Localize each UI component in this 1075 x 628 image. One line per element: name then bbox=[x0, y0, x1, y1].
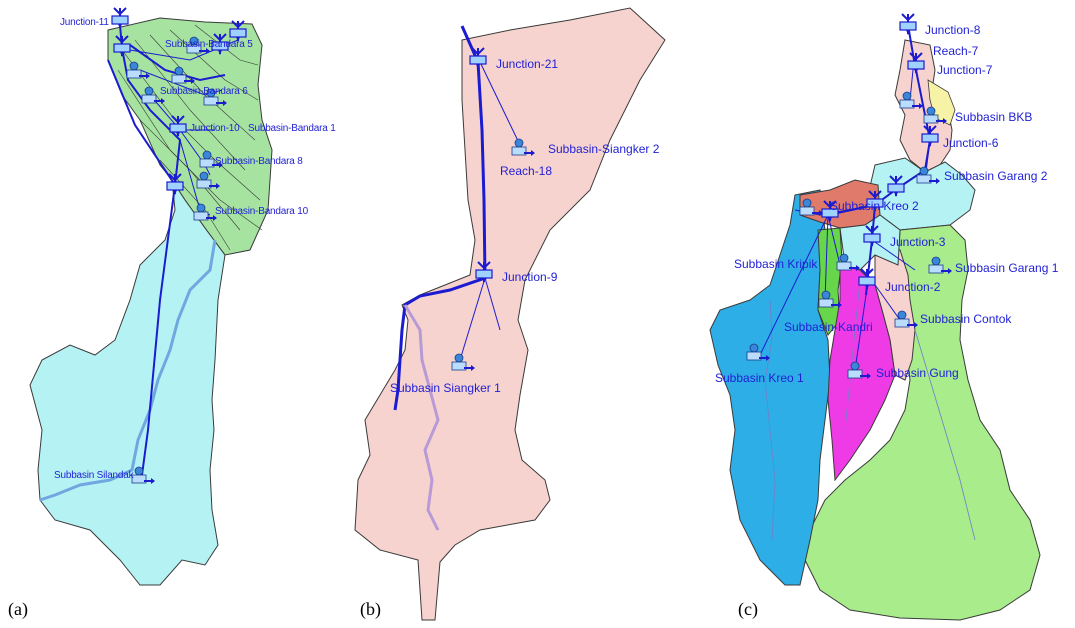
subbasin-siangker-area bbox=[354, 7, 666, 621]
label-siangker-1: Subbasin Siangker 1 bbox=[390, 381, 501, 395]
river-main-b bbox=[393, 25, 487, 411]
label-junction-6: Junction-6 bbox=[943, 136, 999, 150]
label-junction-7: Junction-7 bbox=[937, 63, 993, 77]
label-silandak: Subbasin Silandak bbox=[54, 470, 134, 481]
label-kreo-2: Subbasin Kreo 2 bbox=[830, 199, 919, 213]
subbasin-kreo-1-area bbox=[709, 189, 831, 586]
label-garang-1: Subbasin Garang 1 bbox=[955, 261, 1059, 275]
label-siangker-2: Subbasin-Siangker 2 bbox=[548, 142, 660, 156]
label-bandara-10: Subbasin-Bandara 10 bbox=[215, 206, 308, 217]
label-bandara-8: Subbasin-Bandara 8 bbox=[215, 156, 303, 167]
label-junction-11: Junction-11 bbox=[60, 17, 109, 28]
label-junction-10: Junction-10 bbox=[190, 123, 240, 134]
caption-a: (a) bbox=[8, 599, 28, 619]
caption-b: (b) bbox=[360, 599, 381, 619]
map-panel-b: Junction-21 Subbasin-Siangker 2 Reach-18… bbox=[350, 0, 720, 628]
label-bandara-1: Subbasin-Bandara 1 bbox=[248, 123, 336, 134]
label-reach-7: Reach-7 bbox=[933, 44, 979, 58]
subbasin-yellow-area bbox=[927, 79, 956, 126]
label-gung: Subbasin Gung bbox=[876, 366, 959, 380]
label-kreo-1: Subbasin Kreo 1 bbox=[715, 371, 804, 385]
label-reach-18: Reach-18 bbox=[500, 164, 553, 178]
caption-c: (c) bbox=[738, 599, 758, 619]
junction-icon[interactable] bbox=[899, 13, 917, 36]
subbasin-silandak-area bbox=[29, 179, 226, 586]
map-a-canvas bbox=[29, 7, 273, 586]
map-panel-a: Junction-11 Subbasin-Bandara 5 Subbasin-… bbox=[0, 0, 336, 628]
stream-b bbox=[403, 304, 440, 531]
label-garang-2: Subbasin Garang 2 bbox=[944, 169, 1048, 183]
label-junction-21: Junction-21 bbox=[496, 57, 559, 71]
map-panel-c: Junction-8 Reach-7 Junction-7 Subbasin B… bbox=[700, 0, 1075, 628]
map-b-canvas bbox=[354, 7, 666, 621]
label-bandara-5: Subbasin-Bandara 5 bbox=[165, 39, 253, 50]
label-kripik: Subbasin Kripik bbox=[734, 257, 818, 271]
label-junction-2: Junction-2 bbox=[885, 280, 941, 294]
label-bandara-6: Subbasin-Bandara 6 bbox=[160, 86, 248, 97]
label-junction-3: Junction-3 bbox=[890, 235, 946, 249]
label-bkb: Subbasin BKB bbox=[955, 110, 1033, 124]
subbasin-garang-1-area bbox=[804, 224, 1041, 621]
label-junction-8: Junction-8 bbox=[925, 23, 981, 37]
label-contok: Subbasin Contok bbox=[920, 312, 1012, 326]
map-c-canvas bbox=[709, 13, 1041, 621]
label-kandri: Subbasin-Kandri bbox=[784, 320, 873, 334]
label-junction-9: Junction-9 bbox=[502, 270, 558, 284]
